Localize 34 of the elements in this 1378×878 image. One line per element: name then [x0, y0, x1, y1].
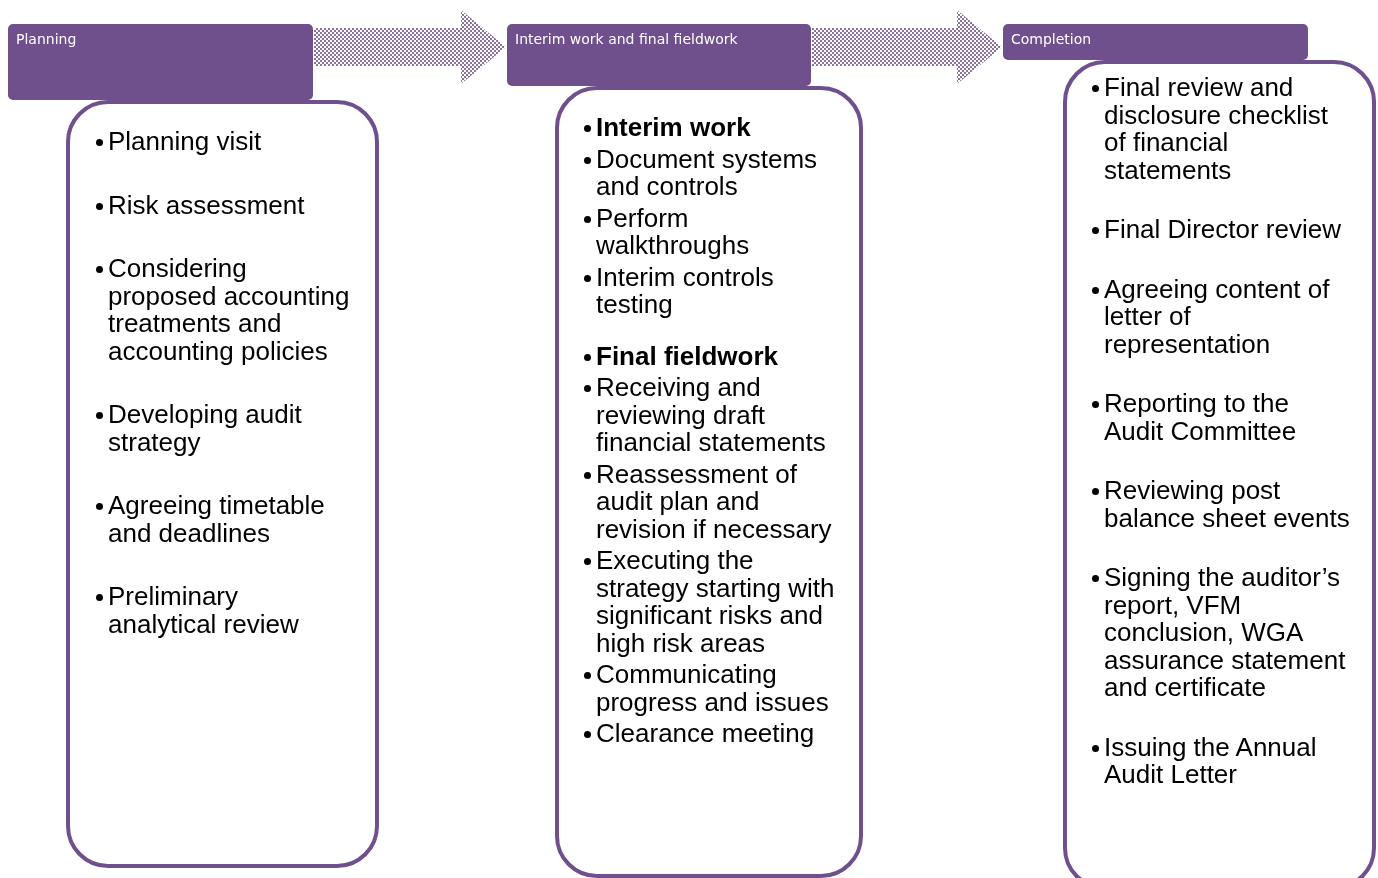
task-bullet-item: Communicating progress and issues [596, 661, 837, 716]
task-bullet-item: Agreeing content of letter of representation [1104, 275, 1352, 358]
task-bullet-item: Reviewing post balance sheet events [1104, 477, 1352, 532]
stage-header [507, 24, 811, 86]
task-bullet-item: Planning visit [108, 128, 353, 156]
task-bullet-item: Agreeing timetable and deadlines [108, 492, 353, 547]
task-bullet-item: Reporting to the Audit Committee [1104, 390, 1352, 445]
task-bullet-item: Receiving and reviewing draft financial statements [596, 374, 837, 457]
stage-title: Completion [1011, 31, 1092, 47]
task-bullet-item: Perform walkthroughs [596, 204, 837, 260]
task-bullet-item: Considering proposed accounting treatments and accounting policies [108, 255, 353, 365]
stage-title: Planning [16, 31, 77, 47]
block-arrow [314, 10, 506, 84]
stage-header [1003, 24, 1308, 60]
task-bullet-item: Clearance meeting [596, 720, 837, 748]
task-bullet-item: Executing the strategy starting with significant risks and high risk areas [596, 547, 837, 657]
task-list-panel [555, 86, 863, 878]
task-bullet-item: Issuing the Annual Audit Letter [1104, 733, 1352, 789]
task-bullet-item: Reassessment of audit plan and revision if necessary [596, 460, 837, 543]
stage-title: Interim work and final fieldwork [515, 31, 738, 47]
task-bullet-item: Interim work [596, 114, 837, 142]
block-arrow [812, 10, 1002, 84]
task-bullet-item: Document systems and controls [596, 145, 837, 201]
task-bullet-item: Preliminary analytical review [108, 583, 353, 638]
task-list-panel [1063, 60, 1376, 878]
task-bullet-item: Developing audit strategy [108, 401, 353, 456]
task-bullet-item: Final review and disclosure checklist of financial statements [1104, 74, 1352, 184]
task-bullet-item: Final Director review [1104, 216, 1352, 244]
task-bullet-item: Final fieldwork [596, 342, 837, 370]
task-bullet-item: Signing the auditor’s report, VFM conclusion, WGA assurance statement and certificate [1104, 564, 1352, 702]
task-list-panel [66, 100, 379, 868]
stage-header [8, 24, 313, 100]
task-bullet-item: Interim controls testing [596, 263, 837, 319]
task-bullet-item: Risk assessment [108, 191, 353, 219]
